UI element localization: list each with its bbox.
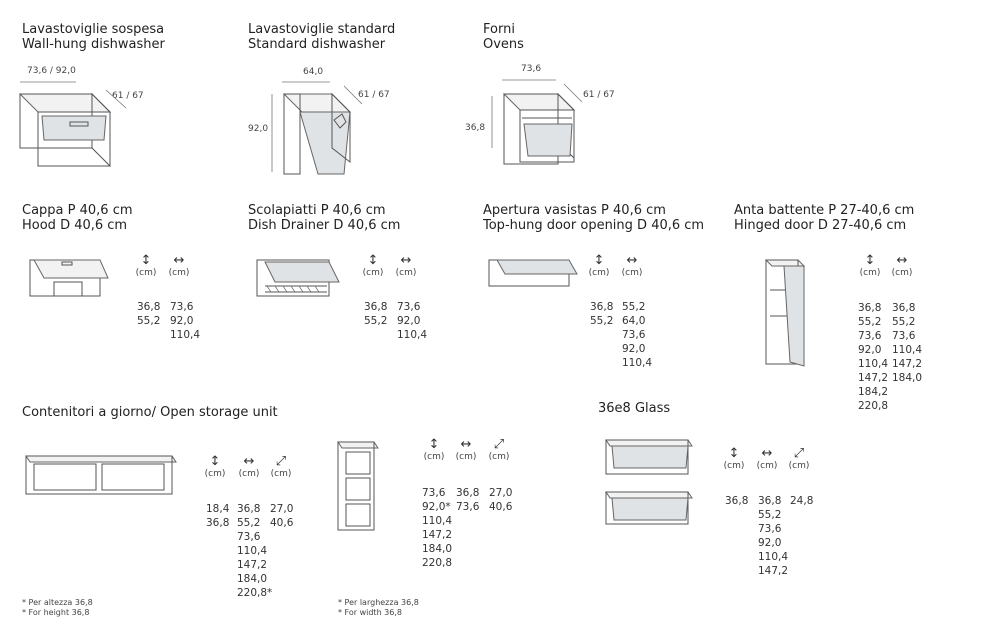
standard-title-en: Standard dishwasher [248,37,386,52]
hinged-heights: 36,8 55,2 73,6 92,0 110,4 147,2 184,2 22… [858,302,889,412]
openstorage-note-a: * Per altezza 36,8 * For height 36,8 [22,598,93,617]
tophung-heights: 36,8 55,2 [590,301,614,327]
openstorage-b-widths: 36,8 73,6 [456,487,480,513]
height-arrow-icon: ↕ [593,253,605,268]
height-arrow-icon: ↕ [728,446,740,461]
height-arrow-icon: ↕ [209,454,221,469]
hinged-title: Anta battente P 27-40,6 cm Hinged door D… [734,203,914,233]
glass-widths: 36,8 55,2 73,6 92,0 110,4 147,2 [758,495,789,577]
hood-drawing [29,259,109,297]
height-arrow-icon: ↕ [140,253,152,268]
hinged-width-header: ↔ (cm) [889,253,915,279]
standard-title: Lavastoviglie standard Standard dishwash… [248,22,395,52]
openstorage-a-depths: 27,0 40,6 [270,503,294,529]
glass-depths: 24,8 [790,495,814,507]
hinged-widths: 36,8 55,2 73,6 110,4 147,2 184,0 [892,302,923,384]
tophung-title-en: Top-hung door opening D 40,6 cm [483,218,705,233]
tophung-title-it: Apertura vasistas P 40,6 cm [483,203,666,218]
openstorage-b-depths: 27,0 40,6 [489,487,513,513]
drainer-title: Scolapiatti P 40,6 cm Dish Drainer D 40,… [248,203,400,233]
glass-height-header: ↕ (cm) [721,446,747,472]
drainer-width-header: ↔ (cm) [393,253,419,279]
hinged-drawing [764,259,806,367]
wallhung-title-it: Lavastoviglie sospesa [22,22,165,37]
glass-title: 36e8 Glass [598,401,671,416]
openstorage-b-width-header: ↔ (cm) [453,437,479,463]
hinged-title-it: Anta battente P 27-40,6 cm [734,203,915,218]
depth-arrow-icon: ⤢ [275,454,287,469]
depth-arrow-icon: ⤢ [493,437,505,452]
openstorage-horizontal-drawing [25,455,177,495]
ovens-height-dim: 36,8 [465,123,486,133]
tophung-title: Apertura vasistas P 40,6 cm Top-hung doo… [483,203,704,233]
drainer-height-header: ↕ (cm) [360,253,386,279]
drainer-title-en: Dish Drainer D 40,6 cm [248,218,401,233]
openstorage-note-b: * Per larghezza 36,8 * For width 36,8 [338,598,419,617]
width-arrow-icon: ↔ [460,437,472,452]
width-arrow-icon: ↔ [626,253,638,268]
openstorage-a-width-header: ↔ (cm) [236,454,262,480]
standard-width-dim: 64,0 [303,67,324,77]
wallhung-dishwasher-drawing [18,81,127,168]
openstorage-a-height-header: ↕ (cm) [202,454,228,480]
ovens-title: Forni Ovens [483,22,524,52]
wallhung-title-en: Wall-hung dishwasher [22,37,165,52]
drainer-drawing [256,259,340,297]
glass-depth-header: ⤢ (cm) [786,446,812,472]
height-arrow-icon: ↕ [428,437,440,452]
openstorage-b-heights: 73,6 92,0* 110,4 147,2 184,0 220,8 [422,487,453,569]
hinged-height-header: ↕ (cm) [857,253,883,279]
openstorage-b-depth-header: ⤢ (cm) [486,437,512,463]
glass-width-header: ↔ (cm) [754,446,780,472]
hood-title-it: Cappa P 40,6 cm [22,203,133,218]
openstorage-vertical-drawing [337,441,379,531]
drainer-title-it: Scolapiatti P 40,6 cm [248,203,386,218]
openstorage-a-heights: 18,4 36,8 [206,503,230,529]
standard-height-dim: 92,0 [248,124,269,134]
openstorage-a-widths: 36,8 55,2 73,6 110,4 147,2 184,0 220,8* [237,503,273,599]
width-arrow-icon: ↔ [173,253,185,268]
drainer-widths: 73,6 92,0 110,4 [397,301,428,341]
height-arrow-icon: ↕ [864,253,876,268]
hood-title: Cappa P 40,6 cm Hood D 40,6 cm [22,203,133,233]
ovens-depth-dim: 61 / 67 [583,90,615,100]
drainer-heights: 36,8 55,2 [364,301,388,327]
glass-heights: 36,8 [725,495,749,507]
wallhung-depth-dim: 61 / 67 [112,91,144,101]
width-arrow-icon: ↔ [896,253,908,268]
wallhung-title: Lavastoviglie sospesa Wall-hung dishwash… [22,22,165,52]
tophung-width-header: ↔ (cm) [619,253,645,279]
hood-title-en: Hood D 40,6 cm [22,218,128,233]
hood-heights: 36,8 55,2 [137,301,161,327]
openstorage-b-height-header: ↕ (cm) [421,437,447,463]
hood-widths: 73,6 92,0 110,4 [170,301,201,341]
glass-drawing [605,439,693,525]
width-arrow-icon: ↔ [243,454,255,469]
openstorage-a-depth-header: ⤢ (cm) [268,454,294,480]
tophung-height-header: ↕ (cm) [586,253,612,279]
wallhung-width-dim: 73,6 / 92,0 [27,66,76,76]
tophung-drawing [488,259,578,287]
depth-arrow-icon: ⤢ [793,446,805,461]
hinged-title-en: Hinged door D 27-40,6 cm [734,218,907,233]
standard-dishwasher-drawing [271,81,363,175]
standard-depth-dim: 61 / 67 [358,90,390,100]
tophung-widths: 55,2 64,0 73,6 92,0 110,4 [622,301,653,369]
width-arrow-icon: ↔ [761,446,773,461]
ovens-title-it: Forni [483,22,515,37]
ovens-drawing [491,79,583,165]
hood-width-header: ↔ (cm) [166,253,192,279]
height-arrow-icon: ↕ [367,253,379,268]
standard-title-it: Lavastoviglie standard [248,22,396,37]
hood-height-header: ↕ (cm) [133,253,159,279]
ovens-title-en: Ovens [483,37,524,52]
openstorage-title: Contenitori a giorno/ Open storage unit [22,405,278,420]
width-arrow-icon: ↔ [400,253,412,268]
ovens-width-dim: 73,6 [521,64,542,74]
